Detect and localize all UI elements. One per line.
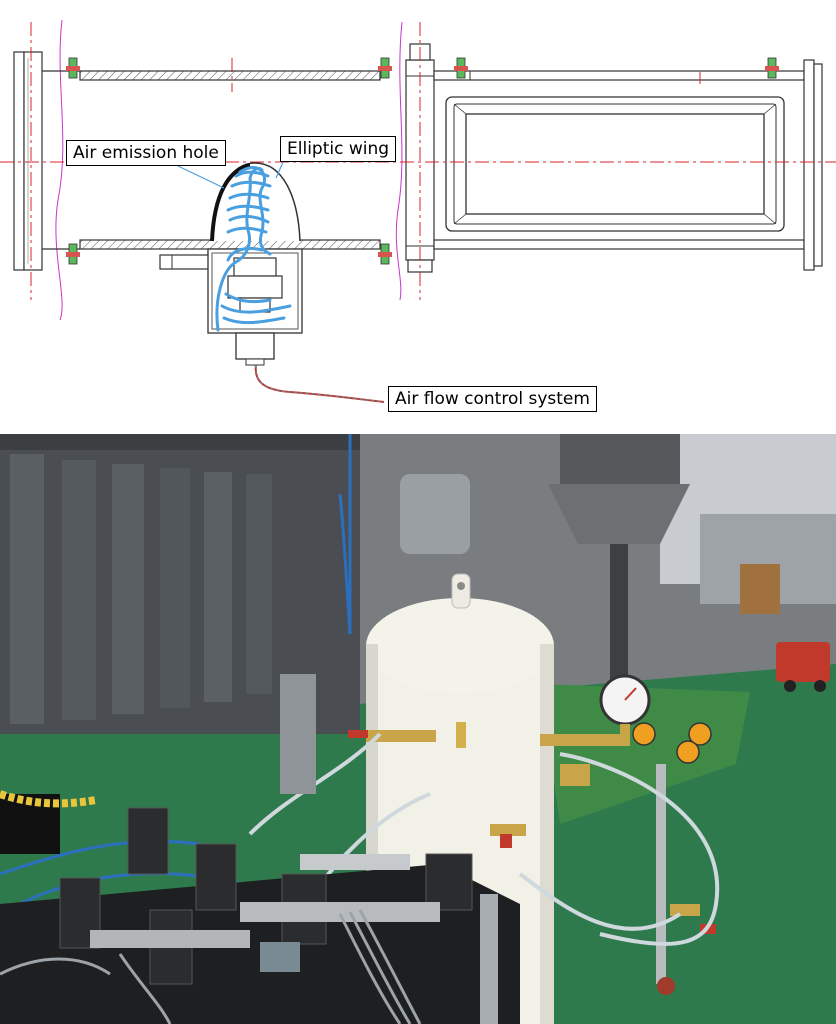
pressure-gauge-icon [599, 674, 651, 746]
lower-wall-left [79, 239, 381, 250]
green-red-bolt-icon [454, 57, 468, 79]
green-red-bolt-icon [66, 243, 80, 265]
background-hopper [400, 434, 780, 734]
green-table [540, 684, 750, 995]
label-air-flow-control-system: Air flow control system [388, 386, 597, 412]
green-red-bolt-icon [378, 243, 392, 265]
label-air-emission-hole: Air emission hole [66, 140, 226, 166]
green-red-bolt-icon [66, 57, 80, 79]
air-compressor [776, 642, 830, 692]
leader-elliptic-wing [275, 159, 285, 179]
solenoid-valve-bank [0, 794, 520, 1024]
leader-air-emission-hole [177, 165, 225, 189]
boundary-curve-left [55, 19, 64, 321]
green-red-bolt-icon [378, 57, 392, 79]
aluminium-frame [280, 674, 498, 1024]
cable-bundles [0, 909, 422, 1024]
boundary-curve-middle [395, 21, 403, 301]
test-section-drawing [0, 19, 836, 403]
air-bubbles [215, 165, 292, 332]
left-flange [13, 51, 43, 271]
label-elliptic-wing: Elliptic wing [280, 136, 397, 162]
observation-window [445, 96, 785, 232]
experiment-setup-photo [0, 434, 836, 1024]
right-flange [803, 59, 823, 271]
green-red-bolt-icon [765, 57, 779, 79]
upper-wall-left [79, 70, 381, 81]
flange-bolts [66, 57, 779, 265]
side-port [159, 254, 213, 270]
air-supply-hose [254, 364, 385, 403]
orange-casters [632, 722, 712, 764]
yellow-cable [0, 790, 97, 808]
